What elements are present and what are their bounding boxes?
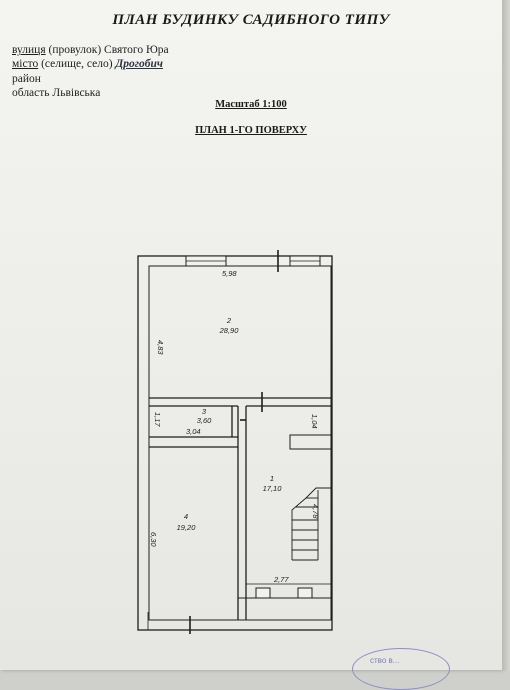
dim-room2-height: 4,83: [156, 340, 165, 355]
dim-room3-width: 3,04: [186, 427, 201, 436]
dim-room4-height: 6,30: [149, 532, 158, 547]
dim-hall-bottom: 2,77: [273, 575, 289, 584]
dim-stair-length: 4,78: [311, 504, 320, 519]
floor-text: ПЛАН 1-ГО ПОВЕРХУ: [195, 125, 307, 136]
dim-top-width: 5,98: [222, 269, 237, 278]
scale-text: Масштаб 1:100: [215, 99, 287, 110]
street-value: (провулок) Святого Юра: [45, 44, 169, 56]
floor-title: ПЛАН 1-ГО ПОВЕРХУ: [0, 125, 502, 136]
city-label: (селище, село): [38, 58, 116, 70]
city-word: місто: [12, 58, 39, 70]
address-district: район: [12, 73, 41, 85]
dim-hall-upper: 1,04: [310, 414, 319, 429]
address-city: місто (селище, село) Дрогобич: [12, 58, 163, 70]
city-value: Дрогобич: [115, 58, 163, 70]
page-edge: [502, 0, 510, 670]
street-word: вулиця: [12, 44, 46, 56]
floor-plan-drawing: 5,98 2 28,90 4,83 3 3,60 1,17 3,04 1,04 …: [137, 250, 333, 634]
room-2-number: 2: [226, 316, 232, 325]
window-bottom-left: [255, 587, 271, 599]
document-title: ПЛАН БУДИНКУ САДИБНОГО ТИПУ: [112, 12, 390, 28]
dim-room3-height: 1,17: [153, 412, 162, 427]
outer-wall-outer: [137, 255, 333, 631]
address-street: вулиця (провулок) Святого Юра: [12, 44, 169, 56]
room-2-area: 28,90: [219, 326, 240, 335]
official-stamp: [352, 648, 450, 690]
room-1-area: 17,10: [263, 484, 283, 493]
window-bottom-right: [297, 587, 313, 599]
outer-wall-inner: [148, 265, 332, 621]
room-4-area: 19,20: [177, 523, 197, 532]
address-region: область Львівська: [12, 87, 101, 99]
document-sheet: [0, 0, 502, 670]
room-4-number: 4: [184, 512, 188, 521]
room-1-number: 1: [270, 474, 274, 483]
hall-niche: [289, 434, 332, 450]
room-3-number: 3: [202, 407, 207, 416]
scale-label: Масштаб 1:100: [0, 99, 502, 110]
room-3-area: 3,60: [197, 416, 212, 425]
stairs: [291, 487, 331, 561]
stamp-text: ство в...: [370, 656, 400, 665]
